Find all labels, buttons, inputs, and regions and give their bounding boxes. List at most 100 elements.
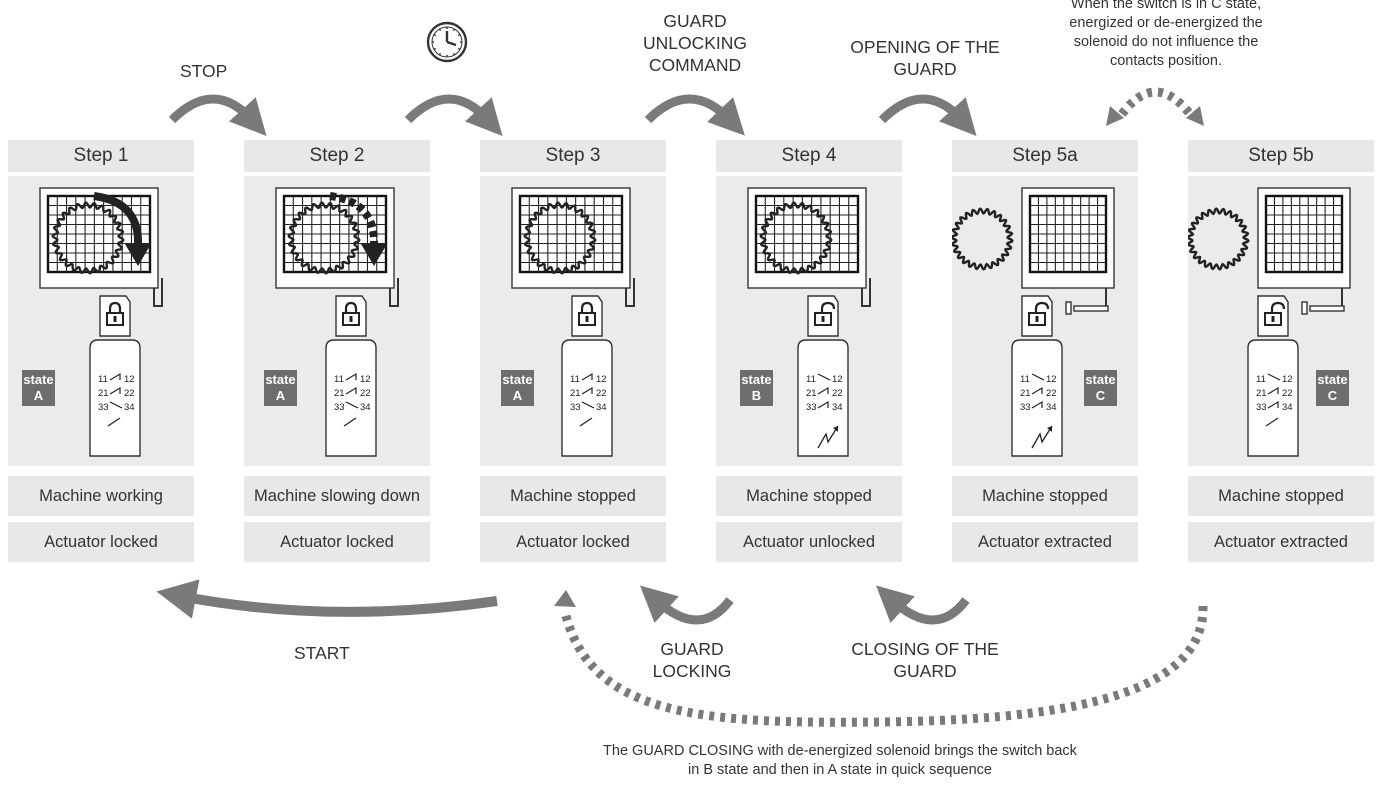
contact-label: 22	[596, 388, 607, 399]
step-2-machine-status: Machine slowing down	[244, 476, 430, 516]
closing-arrow	[876, 585, 970, 625]
contact-closed	[109, 372, 121, 381]
step-2-title: Step 2	[244, 140, 430, 172]
contact-label: 12	[360, 374, 371, 385]
contact-open	[109, 401, 123, 409]
contact-label: 11	[1256, 374, 1266, 385]
contact-label: 11	[570, 374, 580, 385]
unlocking-arrow	[644, 94, 745, 136]
open-padlock-icon	[820, 301, 836, 314]
contact-closed	[581, 386, 593, 395]
contact-label: 22	[1282, 388, 1293, 399]
contact-label: 33	[1256, 402, 1267, 413]
solenoid-contact	[107, 417, 121, 427]
contact-label: 33	[334, 402, 345, 413]
gear-wheel	[759, 201, 833, 275]
solenoid-contact	[579, 417, 593, 427]
padlock-keyhole	[113, 316, 117, 322]
solenoid-contact	[343, 417, 357, 427]
opening-arrow	[878, 94, 977, 137]
gear-wheel	[51, 201, 125, 275]
contact-label: 34	[832, 402, 843, 413]
solenoid-arrowhead	[1047, 426, 1052, 432]
guard-grid	[520, 196, 622, 272]
contact-label: 34	[360, 402, 371, 413]
step-5a-title: Step 5a	[952, 140, 1138, 172]
state-c-arrowhead-left	[1106, 106, 1124, 126]
start-label: START	[294, 643, 350, 663]
timer-arrow	[404, 94, 503, 137]
switch-body	[89, 339, 141, 457]
guard-grid	[1030, 196, 1106, 272]
contact-open	[1031, 373, 1045, 381]
rotation-arrowhead	[125, 244, 151, 266]
step-1-actuator-status: Actuator locked	[8, 522, 194, 562]
switch-body	[325, 339, 377, 457]
contact-label: 34	[1282, 402, 1293, 413]
contact-closed	[817, 386, 829, 395]
gear-wheel	[287, 201, 361, 275]
contact-label: 21	[334, 388, 345, 399]
rotation-arrowhead	[361, 244, 387, 266]
unlocking-label: GUARD UNLOCKING COMMAND	[642, 11, 748, 75]
step-4-machine-status: Machine stopped	[716, 476, 902, 516]
padlock-keyhole	[821, 316, 825, 322]
contact-label: 21	[570, 388, 581, 399]
padlock-icon	[344, 301, 358, 314]
state-c-note: When the switch is in C state, energized…	[1069, 0, 1263, 69]
padlock-icon	[580, 301, 594, 314]
step-3-title: Step 3	[480, 140, 666, 172]
actuator-key	[1073, 305, 1109, 312]
gear-wheel	[952, 207, 1014, 271]
step-2-actuator-status: Actuator locked	[244, 522, 430, 562]
return-note: The GUARD CLOSING with de-energized sole…	[603, 743, 1077, 778]
actuator-key-tip	[1065, 301, 1072, 315]
gear-wheel	[523, 201, 597, 275]
padlock-icon	[108, 301, 122, 314]
actuator-rod	[153, 278, 163, 307]
contact-closed	[109, 386, 121, 395]
opening-label: OPENING OF THE GUARD	[850, 37, 1000, 79]
contact-label: 12	[596, 374, 607, 385]
step-4-title: Step 4	[716, 140, 902, 172]
actuator-key	[1309, 305, 1345, 312]
contact-label: 22	[360, 388, 371, 399]
step-5b-actuator-status: Actuator extracted	[1188, 522, 1374, 562]
contact-label: 34	[1046, 402, 1057, 413]
actuator-key-tip	[1301, 301, 1308, 315]
contact-closed	[1031, 400, 1043, 409]
closing-label: CLOSING OF THE GUARD	[851, 639, 999, 681]
contact-open	[1267, 373, 1281, 381]
stop-label: STOP	[180, 61, 228, 81]
contact-closed	[581, 372, 593, 381]
padlock-keyhole	[1271, 316, 1275, 322]
rotation-arrow	[93, 192, 143, 247]
padlock-keyhole	[1035, 316, 1039, 322]
contact-label: 33	[1020, 402, 1031, 413]
contact-label: 11	[1020, 374, 1030, 385]
switch-body	[561, 339, 613, 457]
contact-label: 34	[596, 402, 607, 413]
state-c-arrowhead-right	[1186, 106, 1204, 126]
contact-label: 11	[98, 374, 108, 385]
